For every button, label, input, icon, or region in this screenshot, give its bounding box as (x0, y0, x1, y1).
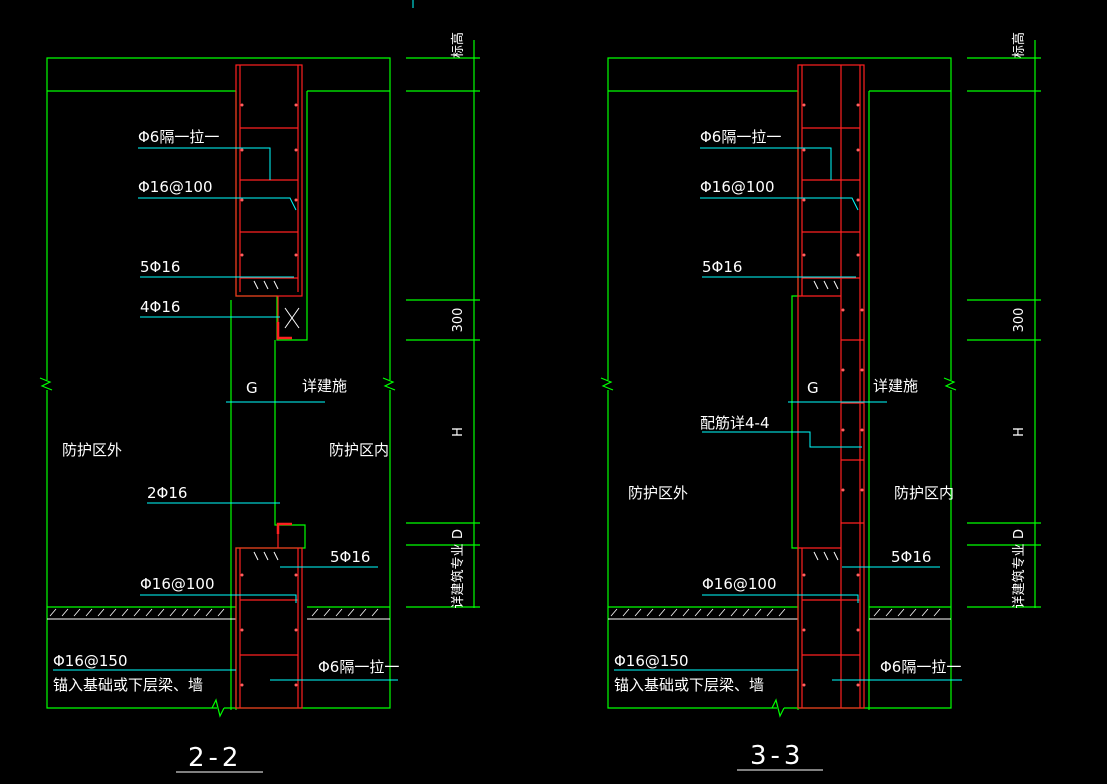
dim-d: D (451, 529, 466, 539)
label-vbar: Φ16@100 (700, 178, 775, 196)
label-gap: G (246, 379, 258, 397)
bar-ticks (253, 280, 279, 561)
dimension-chain (967, 40, 1041, 608)
label-tie: Φ6隔一拉一 (700, 128, 781, 146)
label-tie: Φ6隔一拉一 (138, 128, 219, 146)
label-outside: 防护区外 (62, 441, 122, 459)
dim-d: D (1012, 529, 1027, 539)
bar-dots (240, 103, 298, 687)
label-vbar-lower: Φ16@100 (140, 575, 215, 593)
leaders (614, 147, 962, 681)
dim-elev: 标高 (1011, 32, 1027, 58)
label-anchor-note: 锚入基础或下层梁、墙 (614, 676, 764, 694)
rebar-cage (797, 64, 865, 709)
dim-h: H (451, 427, 466, 437)
section-title: 3-3 (750, 741, 804, 771)
label-tie-lower: Φ6隔一拉一 (318, 658, 399, 676)
label-top-bars: 5Φ16 (702, 258, 742, 276)
label-anchor-note: 锚入基础或下层梁、墙 (53, 676, 203, 694)
label-see-arch: 详建施 (302, 377, 347, 395)
label-corner-bars: 4Φ16 (140, 298, 180, 316)
label-bottom-bars-right: 5Φ16 (330, 548, 370, 566)
dim-see-struct: 详建筑专业 (450, 543, 466, 608)
label-anchor-bar: Φ16@150 (614, 652, 689, 670)
rebar-cage-bottom (235, 522, 303, 709)
rebar-cage-top (235, 64, 303, 340)
label-anchor-bar: Φ16@150 (53, 652, 128, 670)
label-gap: G (807, 379, 819, 397)
label-vbar: Φ16@100 (138, 178, 213, 196)
dimension-chain (406, 40, 480, 608)
dim-elev: 标高 (450, 32, 466, 58)
label-tie-lower: Φ6隔一拉一 (880, 658, 961, 676)
label-rebar-ref: 配筋详4-4 (700, 414, 770, 432)
label-see-arch: 详建施 (873, 377, 918, 395)
section-3-3: Φ6隔一拉一 Φ16@100 5Φ16 G 详建施 配筋详4-4 防护区外 防护… (600, 32, 1041, 771)
label-vbar-lower: Φ16@100 (702, 575, 777, 593)
dim-h: H (1012, 427, 1027, 437)
label-bottom-bars-left: 2Φ16 (147, 484, 187, 502)
section-title: 2-2 (188, 743, 242, 773)
leaders (53, 147, 398, 681)
bar-dots (802, 103, 864, 687)
dim-300: 300 (451, 308, 466, 333)
dim-see-struct: 详建筑专业 (1011, 543, 1027, 608)
section-2-2: Φ6隔一拉一 Φ16@100 5Φ16 4Φ16 G 详建施 防护区外 防护区内… (39, 32, 480, 773)
dim-300: 300 (1012, 308, 1027, 333)
label-bottom-bars-right: 5Φ16 (891, 548, 931, 566)
label-top-bars: 5Φ16 (140, 258, 180, 276)
label-inside: 防护区内 (894, 484, 954, 502)
label-outside: 防护区外 (628, 484, 688, 502)
bar-ticks (813, 280, 839, 561)
label-inside: 防护区内 (329, 441, 389, 459)
